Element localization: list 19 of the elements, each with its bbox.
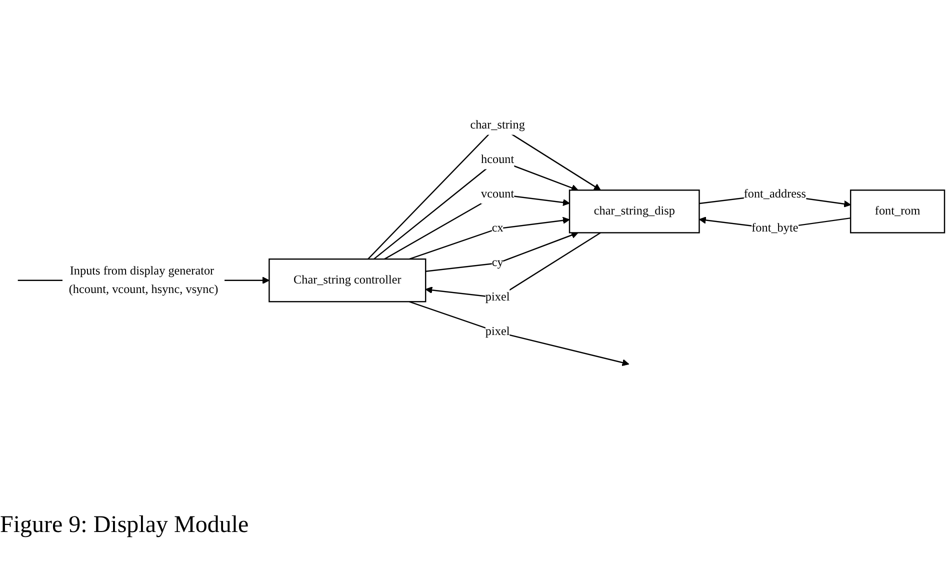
edge-label: Inputs from display generator (hcount, vcount, hsync, vsync): [68, 264, 218, 296]
figure-caption: Figure 9: Display Module: [0, 512, 249, 539]
edge-label: cy: [492, 256, 504, 269]
edge-label: font_byte: [752, 221, 798, 234]
edge-label: vcount: [481, 187, 514, 200]
node-box: char_string_disp: [568, 189, 700, 233]
edge-label: font_address: [744, 187, 806, 200]
arrow: [426, 231, 578, 272]
arrow: [384, 193, 570, 260]
edge-label: char_string: [470, 118, 525, 132]
edge-label: cx: [492, 221, 504, 234]
arrow: [409, 300, 630, 366]
node-box: Char_string controller: [268, 258, 426, 302]
arrow: [409, 216, 570, 260]
edge-label: hcount: [481, 152, 514, 166]
edge-label: pixel: [485, 290, 510, 304]
node-box: font_rom: [850, 189, 946, 233]
edge-label: pixel: [485, 324, 510, 338]
arrow: [425, 232, 601, 298]
